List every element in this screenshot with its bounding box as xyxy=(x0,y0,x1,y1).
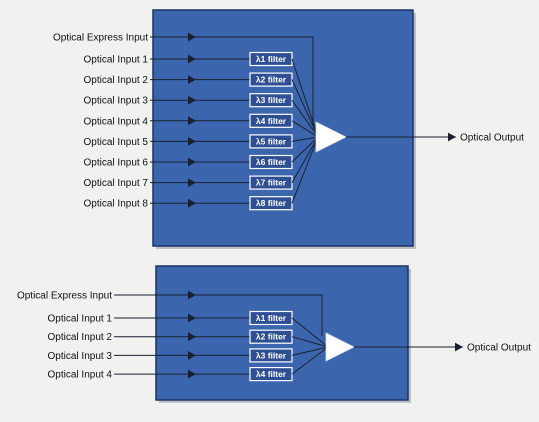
top-combiner-line xyxy=(291,136,319,183)
top-combiner-line xyxy=(291,136,319,163)
bottom-combiner-line xyxy=(291,317,329,348)
bottom-output-label: Optical Output xyxy=(467,343,531,354)
top-combiner-line xyxy=(291,79,319,138)
top-input-label: Optical Input 3 xyxy=(84,96,149,107)
bottom-express-arrow xyxy=(188,290,196,300)
bottom-filter-label: λ2 filter xyxy=(256,332,287,342)
bottom-combiner-line xyxy=(291,336,329,348)
top-combiner-line xyxy=(291,120,319,138)
bottom-amplifier xyxy=(325,332,355,362)
top-amplifier xyxy=(315,121,347,153)
top-express-line xyxy=(150,36,314,125)
bottom-input-label: Optical Input 4 xyxy=(48,370,113,381)
top-output-arrow xyxy=(448,132,456,142)
bottom-input-arrow xyxy=(188,313,196,323)
top-filter-label: λ2 filter xyxy=(256,75,287,85)
bottom-input-label: Optical Input 2 xyxy=(48,332,113,343)
top-filter-label: λ7 filter xyxy=(256,178,287,188)
top-filter-label: λ8 filter xyxy=(256,198,287,208)
top-express-arrow xyxy=(188,32,196,42)
top-input-arrow xyxy=(188,178,196,187)
bottom-input-label: Optical Input 1 xyxy=(48,314,113,325)
top-input-arrow xyxy=(188,157,196,167)
top-combiner-line xyxy=(291,58,319,138)
top-input-label: Optical Input 5 xyxy=(84,137,149,148)
bottom-express-input-label: Optical Express Input xyxy=(17,291,112,302)
top-filter-label: λ3 filter xyxy=(256,95,287,105)
top-output-label: Optical Output xyxy=(460,133,524,144)
top-input-arrow xyxy=(188,198,196,208)
top-input-label: Optical Input 7 xyxy=(84,178,149,189)
bottom-combiner-line xyxy=(291,346,329,375)
bottom-output-arrow xyxy=(455,342,463,352)
top-combiner-line xyxy=(291,99,319,138)
top-input-arrow xyxy=(188,75,196,84)
bottom-input-arrow xyxy=(188,332,196,342)
top-filter-label: λ6 filter xyxy=(256,157,287,167)
top-input-label: Optical Input 2 xyxy=(84,75,149,86)
bottom-input-arrow xyxy=(188,351,196,360)
top-input-label: Optical Input 4 xyxy=(84,116,149,127)
top-panel xyxy=(152,9,414,247)
bottom-filter-label: λ1 filter xyxy=(256,313,287,323)
top-express-input-label: Optical Express Input xyxy=(53,33,148,44)
top-input-arrow xyxy=(188,116,196,126)
bottom-filter-label: λ3 filter xyxy=(256,350,287,360)
bottom-express-line xyxy=(114,294,323,336)
top-input-arrow xyxy=(188,95,196,105)
top-combiner-line xyxy=(291,136,319,142)
top-input-arrow xyxy=(188,54,196,64)
bottom-input-arrow xyxy=(188,369,196,379)
top-filter-label: λ5 filter xyxy=(256,136,287,146)
top-input-arrow xyxy=(188,137,196,146)
bottom-input-label: Optical Input 3 xyxy=(48,351,113,362)
top-input-label: Optical Input 6 xyxy=(84,158,149,169)
bottom-filter-label: λ4 filter xyxy=(256,369,287,379)
top-combiner-line xyxy=(291,136,319,204)
top-input-label: Optical Input 1 xyxy=(84,55,149,66)
top-filter-label: λ1 filter xyxy=(256,54,287,64)
top-input-label: Optical Input 8 xyxy=(84,199,149,210)
top-filter-label: λ4 filter xyxy=(256,116,287,126)
bottom-combiner-line xyxy=(291,346,329,356)
